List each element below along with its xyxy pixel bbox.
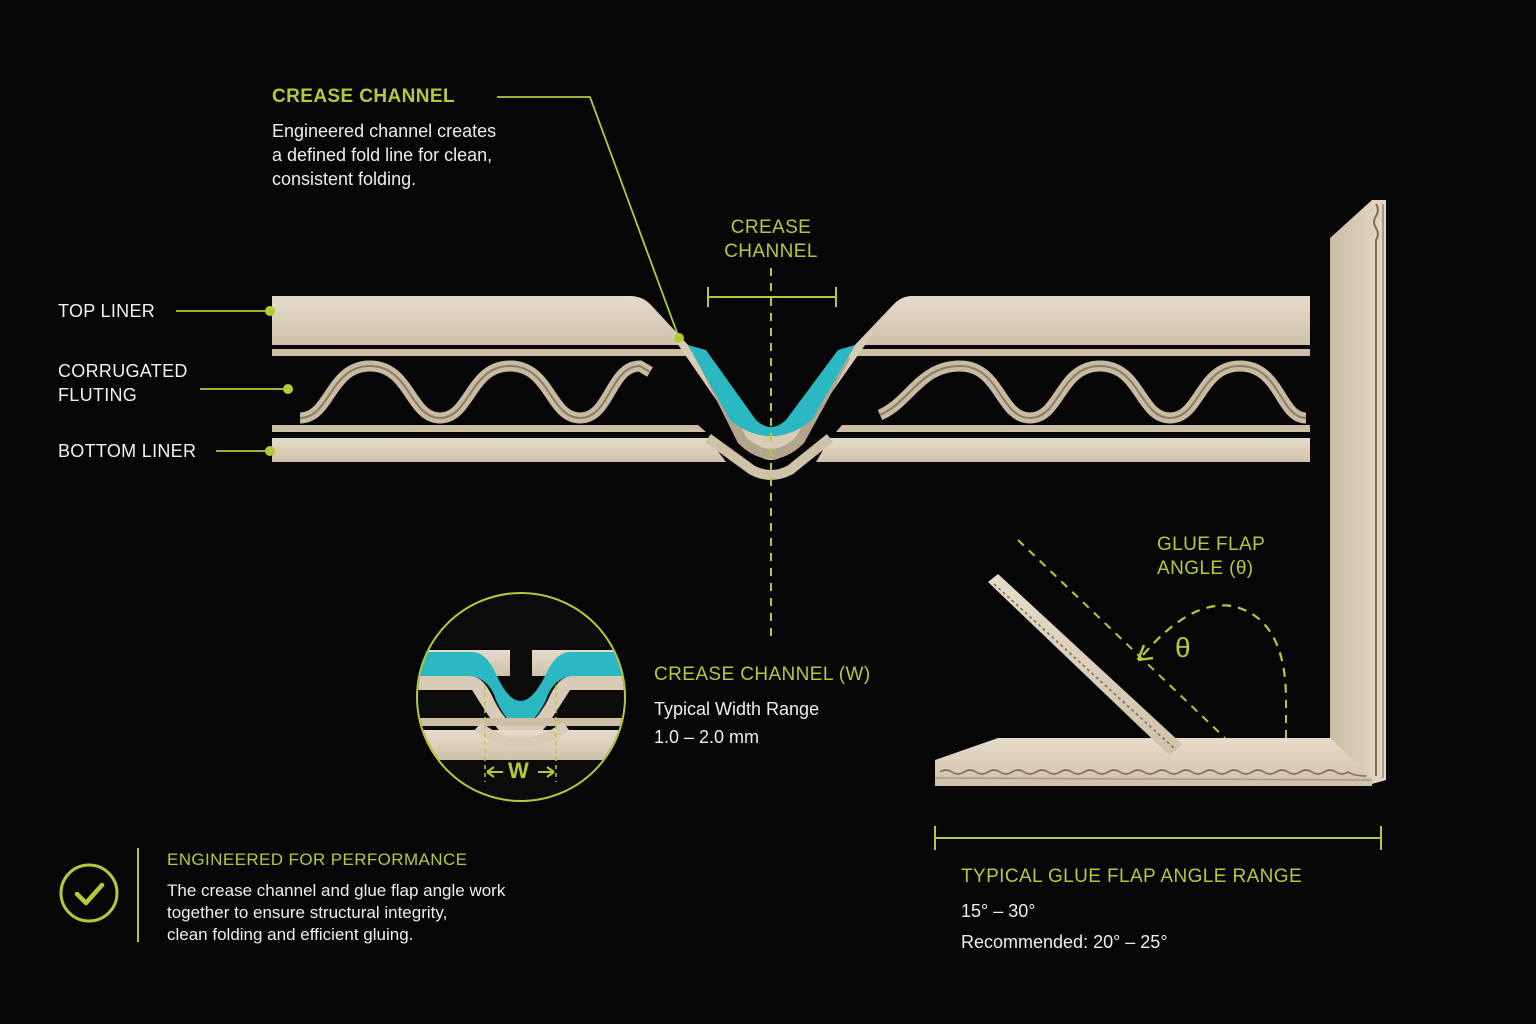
glue-flap xyxy=(988,574,1182,756)
glue-range-value: 15° – 30° xyxy=(961,901,1036,921)
glue-flap-label-line-2: ANGLE (θ) xyxy=(1157,558,1254,579)
detail-body: Typical Width Range 1.0 – 2.0 mm xyxy=(654,695,819,751)
vertical-panel xyxy=(1330,200,1386,784)
detail-magnifier xyxy=(416,592,626,802)
glue-flap-label-line-1: GLUE FLAP xyxy=(1157,534,1266,555)
check-circle-icon xyxy=(58,862,120,924)
fluting-right xyxy=(877,360,1307,424)
crease-callout-line-1: Engineered channel creates xyxy=(272,121,497,141)
glue-recommended-value: Recommended: 20° – 25° xyxy=(961,932,1168,952)
top-liner-left xyxy=(272,296,688,345)
center-crease-label: CREASE CHANNEL xyxy=(700,216,842,264)
performance-line-1: The crease channel and glue flap angle w… xyxy=(167,881,506,900)
crease-callout-title: CREASE CHANNEL xyxy=(272,86,455,107)
bottom-liner-right xyxy=(816,438,1310,462)
glue-range-title: TYPICAL GLUE FLAP ANGLE RANGE xyxy=(961,866,1303,887)
detail-line-2: 1.0 – 2.0 mm xyxy=(654,727,760,747)
glue-flap-assembly xyxy=(934,200,1386,786)
crease-callout-line-2: a defined fold line for clean, xyxy=(272,145,493,165)
top-liner-label: TOP LINER xyxy=(58,301,156,321)
center-crease-label-line-2: CHANNEL xyxy=(724,241,818,262)
performance-line-2: together to ensure structural integrity, xyxy=(167,903,448,922)
bottom-liner-label: BOTTOM LINER xyxy=(58,441,197,461)
width-symbol: W xyxy=(508,758,529,783)
glue-flap-label: GLUE FLAP ANGLE (θ) xyxy=(1157,533,1265,581)
crease-callout-body: Engineered channel creates a defined fol… xyxy=(272,119,496,191)
theta-symbol: θ xyxy=(1175,632,1191,663)
performance-body: The crease channel and glue flap angle w… xyxy=(167,880,505,946)
performance-line-3: clean folding and efficient gluing. xyxy=(167,925,414,944)
detail-line-1: Typical Width Range xyxy=(654,699,820,719)
detail-title: CREASE CHANNEL (W) xyxy=(654,664,871,685)
performance-title: ENGINEERED FOR PERFORMANCE xyxy=(167,850,468,869)
fluting-label: CORRUGATED FLUTING xyxy=(58,359,188,407)
crease-channel-cyan xyxy=(688,345,855,436)
glue-range-body: 15° – 30° Recommended: 20° – 25° xyxy=(961,896,1168,958)
fluting-label-line-2: FLUTING xyxy=(58,385,138,405)
bottom-liner-left xyxy=(272,438,726,462)
crease-callout-line-3: consistent folding. xyxy=(272,169,417,189)
cross-section xyxy=(272,296,1310,480)
fluting-label-line-1: CORRUGATED xyxy=(58,361,188,381)
center-crease-label-line-1: CREASE xyxy=(730,217,812,238)
base-panel xyxy=(935,738,1372,786)
top-liner-right xyxy=(855,296,1310,345)
